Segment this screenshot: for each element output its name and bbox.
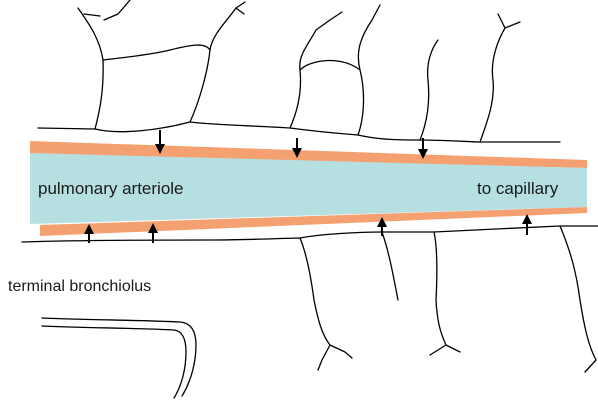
terminal-bronchiolus-label: terminal bronchiolus (8, 279, 151, 295)
terminal-bronchiolus-inner-wall (42, 326, 186, 398)
upper-alveolar-tissue (38, 0, 560, 142)
pulmonary-arteriole-label: pulmonary arteriole (38, 180, 184, 197)
up-arrow (522, 214, 532, 235)
to-capillary-label: to capillary (477, 180, 558, 197)
lower-alveolar-tissue (22, 226, 598, 372)
